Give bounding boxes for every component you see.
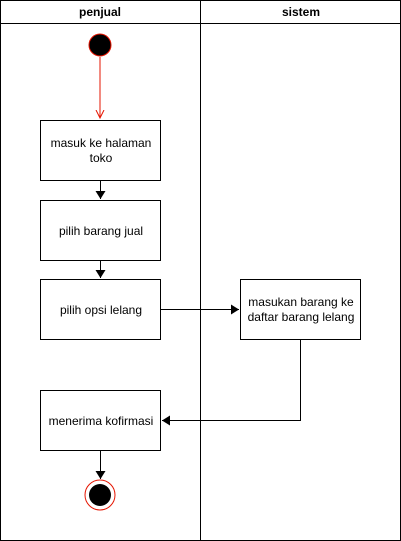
activity-menerima-label: menerima kofirmasi	[48, 413, 154, 428]
activity-pilih-barang-box	[40, 200, 161, 261]
activity-masuk-box	[40, 120, 161, 181]
activity-pilih-barang-label: pilih barang jual	[58, 223, 144, 238]
activity-menerima-box	[40, 390, 161, 451]
activity-masuk-label: masuk ke halaman toko	[50, 136, 152, 165]
start-node	[88, 33, 112, 57]
activity-masukan-label: masukan barang ke daftar barang lelang	[247, 295, 355, 324]
lane-title-sistem: sistem	[281, 5, 321, 19]
final-node-core	[89, 484, 111, 506]
activity-pilih-opsi-label: pilih opsi lelang	[59, 302, 143, 317]
flow-masukan-to-menerima	[162, 340, 301, 426]
activity-pilih-opsi-box	[40, 279, 161, 340]
lane-title-penjual: penjual	[78, 5, 121, 19]
activity-masukan-box	[240, 279, 361, 340]
